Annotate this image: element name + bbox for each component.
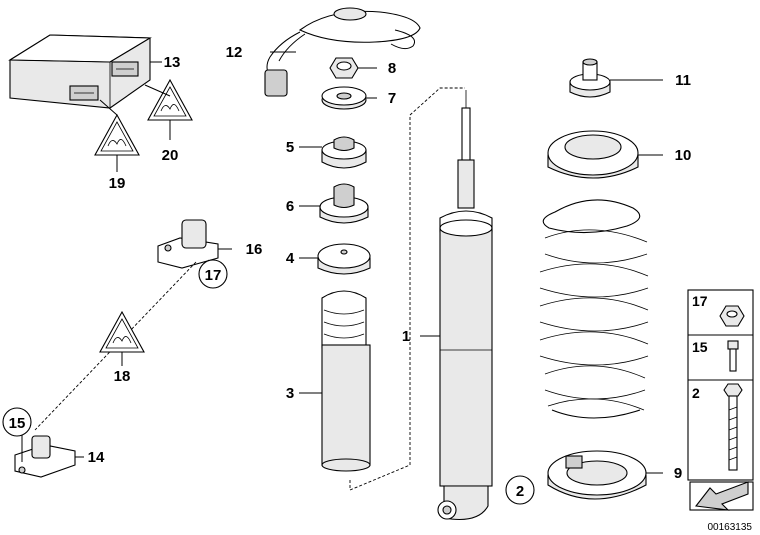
height-sensor-upper xyxy=(157,219,219,269)
wiring-harness xyxy=(264,7,421,97)
callout-15: 15 xyxy=(9,415,26,432)
leader-lines xyxy=(21,51,663,474)
reference-code: 00163135 xyxy=(708,522,753,533)
shock-absorber xyxy=(349,87,493,521)
support-bearing-6 xyxy=(319,183,369,224)
cover-plate-4 xyxy=(317,243,371,275)
callout-16: 16 xyxy=(246,241,263,258)
callout-9: 9 xyxy=(674,465,682,482)
warning-label-18 xyxy=(99,310,145,353)
callout-19: 19 xyxy=(109,175,126,192)
callout-circle-15 xyxy=(2,407,32,437)
control-unit xyxy=(8,34,152,109)
callout-2: 2 xyxy=(516,483,524,500)
washer-7 xyxy=(321,86,367,110)
nut-8 xyxy=(329,57,359,79)
warning-label-19 xyxy=(94,113,140,156)
callout-7: 7 xyxy=(388,90,396,107)
spring-seat-9 xyxy=(547,450,647,500)
fastener-panel xyxy=(687,289,754,481)
coil-spring xyxy=(539,199,649,419)
callout-11: 11 xyxy=(675,72,691,89)
panel-label-17: 17 xyxy=(692,293,708,309)
panel-label-2: 2 xyxy=(692,385,700,401)
callout-4: 4 xyxy=(286,250,295,267)
callout-3: 3 xyxy=(286,385,294,402)
callout-18: 18 xyxy=(114,368,131,385)
warning-label-20 xyxy=(147,78,193,121)
callout-circle-17 xyxy=(198,259,228,289)
height-sensor-lower xyxy=(14,435,76,478)
panel-label-15: 15 xyxy=(692,339,708,355)
protective-tube-3 xyxy=(321,290,371,472)
callout-12: 12 xyxy=(226,44,243,61)
callout-13: 13 xyxy=(164,54,181,71)
orientation-arrow xyxy=(689,481,754,511)
spring-pad-10 xyxy=(547,130,639,179)
callout-5: 5 xyxy=(286,139,294,156)
callout-1: 1 xyxy=(402,328,410,345)
callout-14: 14 xyxy=(88,449,105,466)
callout-circle-2 xyxy=(505,475,535,505)
rubber-stop-11 xyxy=(569,58,611,98)
callout-6: 6 xyxy=(286,198,294,215)
support-bearing-5 xyxy=(321,136,367,169)
callout-10: 10 xyxy=(675,147,692,164)
callout-17: 17 xyxy=(205,267,222,284)
callout-8: 8 xyxy=(388,60,396,77)
callout-20: 20 xyxy=(162,147,179,164)
